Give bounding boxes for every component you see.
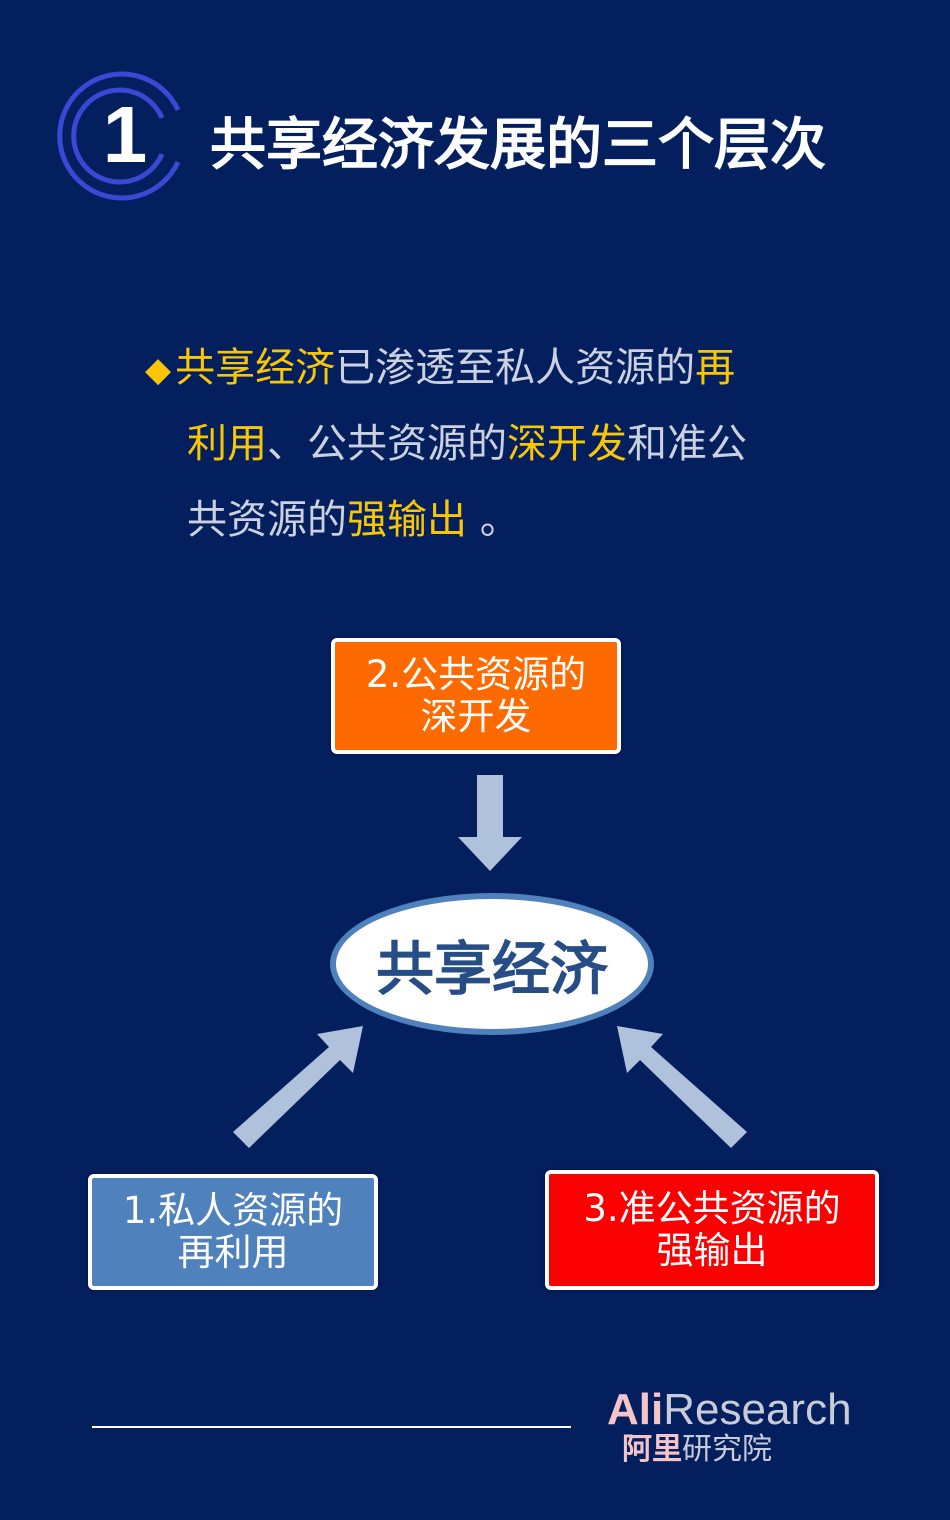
node-public-resources: 2.公共资源的 深开发 bbox=[331, 638, 621, 754]
body-text: 和准公 bbox=[627, 421, 747, 467]
node-label-line: 1.私人资源的 bbox=[122, 1189, 344, 1232]
intro-line-1: ◆共享经济已渗透至私人资源的再 bbox=[145, 330, 845, 406]
center-shared-economy: 共享经济 bbox=[330, 893, 654, 1035]
logo-text-research: Research bbox=[663, 1385, 852, 1434]
node-label-line: 强输出 bbox=[656, 1229, 768, 1272]
aliresearch-logo-cn: 阿里研究院 bbox=[622, 1432, 772, 1468]
intro-line-3: 共资源的强输出 。 bbox=[145, 482, 845, 558]
highlight-text: 深开发 bbox=[507, 421, 627, 467]
arrow-up-right-icon bbox=[233, 1026, 363, 1148]
logo-text-institute-cn: 研究院 bbox=[682, 1432, 772, 1467]
diamond-bullet-icon: ◆ bbox=[145, 350, 172, 390]
highlight-text: 共享经济 bbox=[175, 345, 336, 391]
section-number: 1 bbox=[102, 90, 148, 179]
arrow-down-icon bbox=[458, 775, 522, 871]
body-text: 。 bbox=[467, 497, 520, 543]
logo-text-ali-cn: 阿里 bbox=[622, 1432, 682, 1467]
highlight-text: 再 bbox=[695, 345, 736, 391]
node-private-resources: 1.私人资源的 再利用 bbox=[88, 1174, 378, 1290]
highlight-text: 利用 bbox=[187, 421, 267, 467]
section-number-ring-icon bbox=[57, 71, 181, 201]
highlight-text: 强输出 bbox=[347, 497, 467, 543]
intro-paragraph: ◆共享经济已渗透至私人资源的再 利用、公共资源的深开发和准公 共资源的强输出 。 bbox=[145, 330, 845, 558]
body-text: 共资源的 bbox=[187, 497, 347, 543]
logo-text-ali: Ali bbox=[607, 1385, 664, 1434]
node-label-line: 再利用 bbox=[177, 1231, 289, 1274]
aliresearch-logo: AliResearch bbox=[607, 1386, 852, 1434]
body-text: 已渗透至私人资源的 bbox=[335, 345, 696, 391]
footer-divider bbox=[92, 1426, 571, 1428]
body-text: 、公共资源的 bbox=[267, 421, 507, 467]
node-quasi-public-resources: 3.准公共资源的 强输出 bbox=[545, 1170, 879, 1290]
intro-line-2: 利用、公共资源的深开发和准公 bbox=[145, 406, 845, 482]
page-title: 共享经济发展的三个层次 bbox=[210, 113, 826, 178]
node-label-line: 深开发 bbox=[420, 695, 532, 738]
node-label-line: 2.公共资源的 bbox=[365, 653, 587, 696]
arrow-up-left-icon bbox=[617, 1026, 747, 1148]
node-label-line: 3.准公共资源的 bbox=[583, 1187, 841, 1230]
